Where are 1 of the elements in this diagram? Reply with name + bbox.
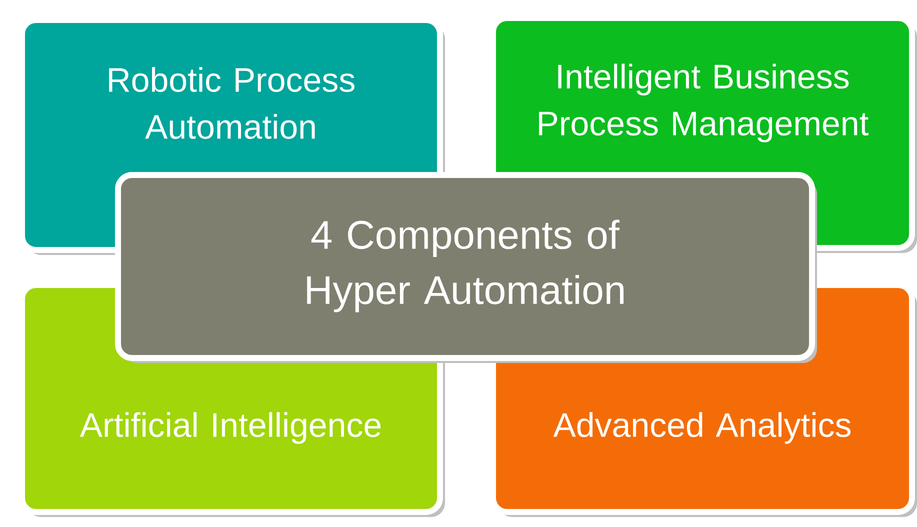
center-box: 4 Components of Hyper Automation xyxy=(115,172,817,363)
